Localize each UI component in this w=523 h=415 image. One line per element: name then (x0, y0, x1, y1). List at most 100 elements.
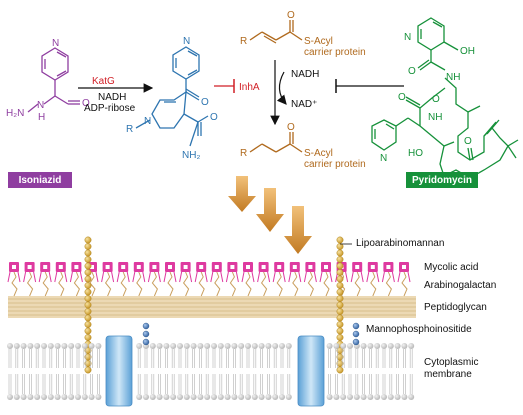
membrane-lipid-head (367, 343, 374, 349)
membrane-lipid-head (238, 343, 245, 349)
lipoarabinomannan-bead (84, 321, 92, 328)
mycolic-acid-head-center (370, 265, 375, 269)
mycolic-acid-head-center (58, 265, 63, 269)
membrane-lipid-head (279, 394, 285, 400)
mycolic-acid-tail (366, 271, 380, 283)
mycolic-acid-head-center (90, 265, 94, 269)
membrane-lipid-head (401, 394, 408, 400)
mycolic-acid-head-center (230, 265, 235, 269)
membrane-lipid-head (34, 394, 41, 400)
lipoarabinomannan-bead (84, 262, 92, 270)
mycolic-acid-head-center (168, 265, 172, 269)
lipoarabinomannan-bead (84, 334, 92, 341)
mannophosphoinositide-bead (142, 322, 150, 330)
membrane-lipid-head (7, 394, 13, 400)
mycolic-acid-tail (288, 271, 302, 283)
mycolic-acid-head-center (12, 265, 16, 269)
membrane-lipid-head (68, 394, 75, 400)
isoniazid-oxygen: O (82, 98, 90, 109)
membrane-lipid-head (75, 394, 81, 400)
membrane-lipid-head (340, 394, 347, 400)
inha-label: InhA (239, 82, 260, 93)
membrane-lipid-head (75, 343, 81, 349)
mycolic-acid-tail (147, 271, 161, 283)
lipoarabinomannan-bead (84, 282, 92, 289)
membrane-lipid-head (401, 343, 408, 349)
mannophosphoinositide-bead (352, 338, 360, 346)
isoniazid-h: H (38, 112, 45, 123)
membrane-lipid-head (163, 343, 170, 349)
arabinogalactan-strand (182, 271, 190, 297)
mycolic-acid-tail (101, 271, 115, 283)
mycolic-acid-tail (397, 271, 411, 283)
membrane-lipid-head (204, 394, 211, 400)
membrane-lipid-head (177, 343, 183, 349)
pyridomycin-n-top: N (404, 32, 411, 43)
lipoarabinomannan-bead (84, 243, 92, 250)
product-o: O (287, 122, 295, 133)
adduct-oxygen-2: O (210, 112, 218, 123)
membrane-lipid-head (387, 343, 394, 349)
membrane-lipid-head (394, 394, 401, 400)
membrane-lipid-head (163, 394, 170, 400)
mycolic-acid-tail (350, 271, 364, 283)
lipoarabinomannan-bead (84, 301, 92, 309)
lipoarabinomannan-bead (336, 249, 344, 257)
lipoarabinomannan-bead (336, 275, 344, 283)
lipoarabinomannan-bead (84, 249, 92, 257)
mannophosphoinositide-bead (352, 322, 360, 330)
arabinogalactan-strand (104, 271, 112, 297)
lipoarabinomannan-bead (336, 366, 344, 374)
lipoarabinomannan-bead (84, 236, 92, 244)
arabinogalactan-strand (385, 271, 392, 297)
mycolic-acid-head-center (199, 265, 204, 269)
arabinogalactan-strands (11, 271, 408, 297)
enoyl-acp-substrate-structure (249, 20, 303, 44)
membrane-lipid-head (231, 394, 238, 400)
membrane-lipid-head (177, 394, 183, 400)
membrane-lipid-head (88, 394, 95, 400)
membrane-lipid-head (149, 343, 156, 349)
membrane-lipid-head (81, 394, 88, 400)
lipoarabinomannan-chains (84, 236, 344, 374)
arabinogalactan-strand (370, 271, 377, 297)
membrane-lipid-head (360, 394, 367, 400)
nadh-label: NADH (98, 92, 126, 103)
arabinogalactan-strand (276, 271, 283, 297)
membrane-lipid-head (347, 394, 353, 400)
membrane-lipid-head (374, 343, 381, 349)
mycolic-acid-tail (23, 271, 37, 283)
membrane-channel-1 (105, 335, 133, 407)
membrane-lipid-head (251, 343, 258, 349)
peptidoglycan-strands (8, 298, 416, 316)
arabinogalactan-strand (245, 271, 252, 297)
pyridomycin-o1: O (408, 66, 416, 77)
mycolic-acid-head-center (261, 265, 266, 269)
lipoarabinomannan-bead (336, 236, 344, 244)
membrane-lipid-head (231, 343, 238, 349)
membrane-lipid-head (258, 343, 265, 349)
membrane-lipid-head (224, 343, 231, 349)
membrane-lipid-head (333, 343, 340, 349)
membrane-lipid-head (170, 394, 177, 400)
isoniazid-structure (27, 47, 80, 113)
mycolic-acid-head-center (27, 265, 32, 269)
membrane-lipid-head (170, 343, 177, 349)
mycolic-acid-tail (132, 271, 146, 283)
mycolic-acid-head-center (324, 265, 328, 269)
membrane-lipid-head (61, 394, 68, 400)
pyridomycin-nh2: NH (428, 112, 442, 123)
membrane-lipid-head (88, 343, 95, 349)
membrane-lipid-head (34, 343, 41, 349)
lipoarabinomannan-bead (336, 308, 344, 315)
adduct-r-group: R (126, 124, 133, 135)
mycolic-acid-tail (38, 271, 52, 283)
isoniazid-nh2: H₂N (6, 108, 24, 119)
downward-arrow-3 (284, 206, 312, 254)
mycolic-acid-tail (69, 271, 83, 283)
mycolic-acid-head-center (277, 265, 282, 269)
lipoarabinomannan-bead (84, 314, 92, 322)
adp-ribose-label: ADP-ribose (84, 103, 136, 114)
mycolic-acid-head-center (308, 265, 313, 269)
pyridomycin-oh: OH (460, 46, 475, 57)
